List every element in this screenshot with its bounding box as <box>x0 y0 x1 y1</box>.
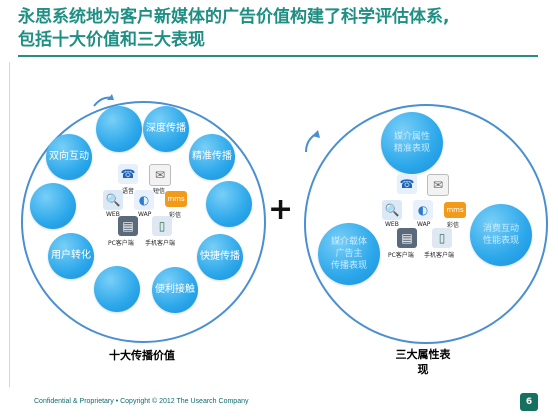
right-caption: 三大属性表 现 <box>383 347 463 377</box>
right-ring <box>304 104 548 344</box>
wap-label-2: WAP <box>417 221 431 228</box>
value-dot-deep-spread: 深度传播 <box>143 106 189 152</box>
value-dot-precise-spread: 精准传播 <box>189 134 235 180</box>
mms-label: 彩信 <box>169 212 182 219</box>
mms-icon-2: mms <box>444 202 466 218</box>
web-icon-2: 🔍 <box>382 200 402 220</box>
value-dot-convenient-contact: 便利接触 <box>152 267 198 313</box>
voice-label: 语音 <box>122 188 135 195</box>
sms-icon-2: ✉ <box>427 174 449 196</box>
left-divider <box>9 62 10 387</box>
wap-label: WAP <box>138 211 152 218</box>
value-dot-5 <box>30 183 76 229</box>
web-label-2: WEB <box>385 221 399 228</box>
mobile-label: 手机客户端 <box>145 240 176 247</box>
wap-icon-2: ◐ <box>413 200 433 220</box>
wap-icon: ◐ <box>134 190 154 210</box>
footer-copyright: Confidential & Proprietary • Copyright ©… <box>34 398 249 405</box>
mms-label-2: 彩信 <box>447 222 460 229</box>
value-dot-fast-spread: 快捷传播 <box>197 234 243 280</box>
mobile-label-2: 手机客户端 <box>424 252 455 259</box>
web-label: WEB <box>106 211 120 218</box>
title-line-2: 包括十大价值和三大表现 <box>18 30 205 50</box>
mobile-icon: ▯ <box>152 216 172 236</box>
value-dot-user-conversion: 用户转化 <box>48 233 94 279</box>
mobile-icon-2: ▯ <box>432 228 452 248</box>
sms-icon: ✉ <box>149 164 171 186</box>
title-underline <box>18 55 538 57</box>
sms-label: 短信 <box>153 188 166 195</box>
mms-icon: mms <box>165 191 187 207</box>
left-ring-arrow-icon <box>93 94 114 107</box>
phone-icon-2: ☎ <box>397 174 417 194</box>
attr-dot-consumer-interaction: 消费互动 性能表现 <box>470 204 532 266</box>
attr-dot-media-precision: 媒介属性 精准表现 <box>381 112 443 174</box>
right-caption-line-1: 三大属性表 <box>395 348 451 361</box>
value-dot-1 <box>96 106 142 152</box>
right-ring-arrow-icon <box>305 130 320 152</box>
title-line-1: 永思系统地为客户新媒体的广告价值构建了科学评估体系, <box>18 7 450 27</box>
value-dot-6 <box>206 181 252 227</box>
right-caption-line-2: 现 <box>417 363 429 376</box>
plus-sign: + <box>268 192 294 227</box>
value-dot-9 <box>94 266 140 312</box>
page-number: 6 <box>520 393 538 411</box>
left-ring <box>21 101 266 343</box>
pc-icon-2: ▤ <box>397 228 417 248</box>
pc-label: PC客户端 <box>108 240 134 247</box>
pc-label-2: PC客户端 <box>388 252 414 259</box>
value-dot-interaction: 双向互动 <box>46 134 92 180</box>
pc-icon: ▤ <box>118 216 138 236</box>
attr-dot-advertiser-spread: 媒介载体 广告主 传播表现 <box>318 223 380 285</box>
phone-icon: ☎ <box>118 164 138 184</box>
left-caption: 十大传播价值 <box>109 349 175 362</box>
slide-title: 永思系统地为客户新媒体的广告价值构建了科学评估体系, 包括十大价值和三大表现 <box>18 6 538 52</box>
web-icon: 🔍 <box>103 190 123 210</box>
